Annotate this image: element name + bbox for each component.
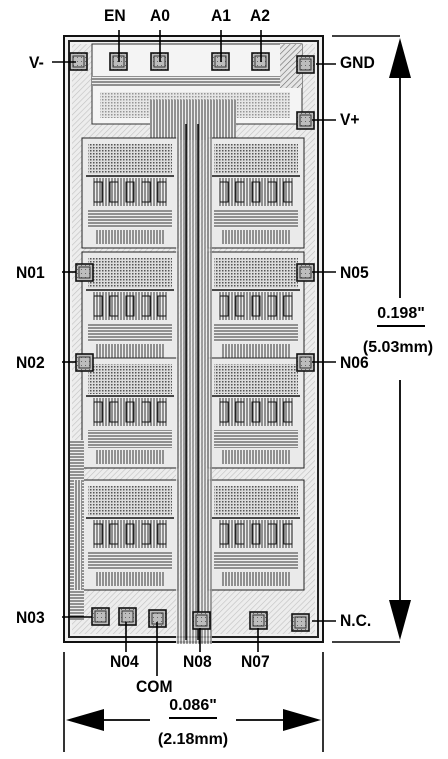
arrow-left-icon: [66, 709, 104, 731]
height-inches-text: 0.198": [377, 305, 425, 327]
height-dimension: [332, 35, 411, 643]
arrow-right-icon: [283, 709, 321, 731]
width-inches-text: 0.086": [169, 697, 217, 719]
label-no3: N03: [16, 608, 45, 627]
label-no1: N01: [16, 263, 45, 282]
width-mm: (2.18mm): [157, 731, 229, 748]
bond-pad: [249, 611, 268, 630]
label-v-plus: V+: [340, 110, 360, 129]
height-inches: 0.198": [360, 305, 442, 327]
bond-pad: [296, 263, 315, 282]
bond-pad: [296, 111, 315, 130]
bond-pad: [296, 353, 315, 372]
label-nc: N.C.: [340, 611, 372, 630]
arrow-up-icon: [389, 38, 411, 78]
label-a1: A1: [211, 6, 231, 25]
label-com: COM: [136, 677, 173, 696]
callout-lines: [52, 30, 336, 676]
height-mm: (5.03mm): [362, 339, 434, 356]
label-no8: N08: [183, 652, 212, 671]
label-no7: N07: [241, 652, 270, 671]
channel-block: [207, 357, 305, 469]
channel-block: [81, 479, 179, 591]
channel-block: [81, 357, 179, 469]
bond-pad: [75, 353, 94, 372]
bond-pad: [192, 611, 211, 630]
width-dimension: [63, 652, 324, 752]
bond-pads: [69, 52, 315, 632]
bond-pad: [296, 55, 315, 74]
bond-pad: [91, 607, 110, 626]
label-a0: A0: [150, 6, 170, 25]
central-bus: [70, 124, 212, 644]
label-gnd: GND: [340, 53, 375, 72]
label-no5: N05: [340, 263, 369, 282]
channel-block: [207, 479, 305, 591]
bond-pad: [118, 607, 137, 626]
width-inches: 0.086": [150, 697, 236, 719]
bond-pad: [291, 613, 310, 632]
channel-block: [81, 251, 179, 363]
label-no2: N02: [16, 353, 45, 372]
label-v-minus: V-: [29, 53, 44, 72]
channel-block: [207, 137, 305, 249]
bond-pad: [75, 263, 94, 282]
label-no6: N06: [340, 353, 369, 372]
channel-block: [207, 251, 305, 363]
label-no4: N04: [110, 652, 139, 671]
label-a2: A2: [250, 6, 270, 25]
channel-block: [81, 137, 179, 249]
switch-channel-blocks: [81, 137, 305, 591]
arrow-down-icon: [389, 600, 411, 640]
label-en: EN: [104, 6, 126, 25]
